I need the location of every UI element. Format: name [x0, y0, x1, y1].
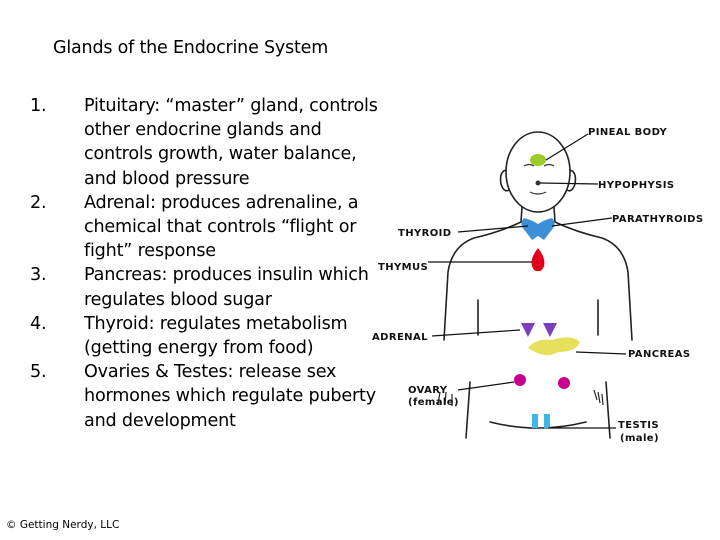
list-text: Adrenal: produces adrenaline, a chemical… — [84, 192, 359, 262]
list-number: 1. — [30, 96, 47, 116]
copyright-notice: © Getting Nerdy, LLC — [6, 519, 120, 531]
leader-lines — [428, 133, 627, 429]
hands — [437, 389, 604, 406]
list-item: 1. Pituitary: “master” gland, controls ot… — [30, 94, 390, 191]
list-text: Pancreas: produces insulin which regulat… — [84, 265, 369, 310]
page-title: Glands of the Endocrine System — [53, 38, 329, 58]
thyroid-gland — [521, 218, 555, 240]
list-text: Pituitary: “master” gland, controls othe… — [84, 96, 378, 189]
label-adrenal: ADRENAL — [372, 332, 428, 343]
face — [523, 163, 555, 195]
list-item: 2. Adrenal: produces adrenaline, a chemic… — [30, 191, 390, 264]
body-outline — [443, 131, 633, 439]
gland-list: 1. Pituitary: “master” gland, controls ot… — [30, 94, 390, 433]
list-item: 5. Ovaries & Testes: release sex hormones… — [30, 360, 390, 433]
label-testis: TESTIS — [618, 420, 659, 431]
list-number: 2. — [30, 192, 47, 213]
endocrine-diagram: PINEAL BODY HYPOPHYSIS PARATHYROIDS THYR… — [372, 127, 703, 444]
label-pancreas: PANCREAS — [628, 349, 691, 360]
label-thymus: THYMUS — [378, 262, 428, 273]
label-testis-sub: (male) — [620, 433, 659, 444]
label-ovary-sub: (female) — [408, 397, 459, 408]
label-thyroid: THYROID — [398, 228, 451, 239]
pancreas-gland — [528, 337, 580, 356]
label-hypophysis: HYPOPHYSIS — [598, 180, 675, 191]
testis-gland — [532, 414, 550, 428]
list-text: Thyroid: regulates metabolism (getting e… — [84, 313, 348, 359]
list-item: 3. Pancreas: produces insulin which regul… — [30, 263, 390, 311]
list-number: 5. — [30, 362, 47, 383]
adrenal-gland-left — [521, 323, 535, 337]
label-pineal-body: PINEAL BODY — [588, 127, 668, 138]
hypophysis-gland — [535, 180, 541, 186]
adrenal-gland-right — [543, 323, 557, 337]
pineal-body-gland — [530, 154, 546, 166]
list-number: 4. — [30, 313, 47, 334]
label-parathyroids: PARATHYROIDS — [612, 214, 703, 225]
list-item: 4. Thyroid: regulates metabolism (getting… — [30, 312, 390, 360]
list-text: Ovaries & Testes: release sex hormones w… — [84, 362, 376, 431]
ovary-gland-right — [558, 377, 570, 389]
thymus-gland — [531, 248, 545, 272]
ovary-gland-left — [514, 374, 526, 386]
list-number: 3. — [30, 265, 47, 286]
label-ovary: OVARY — [408, 385, 448, 396]
